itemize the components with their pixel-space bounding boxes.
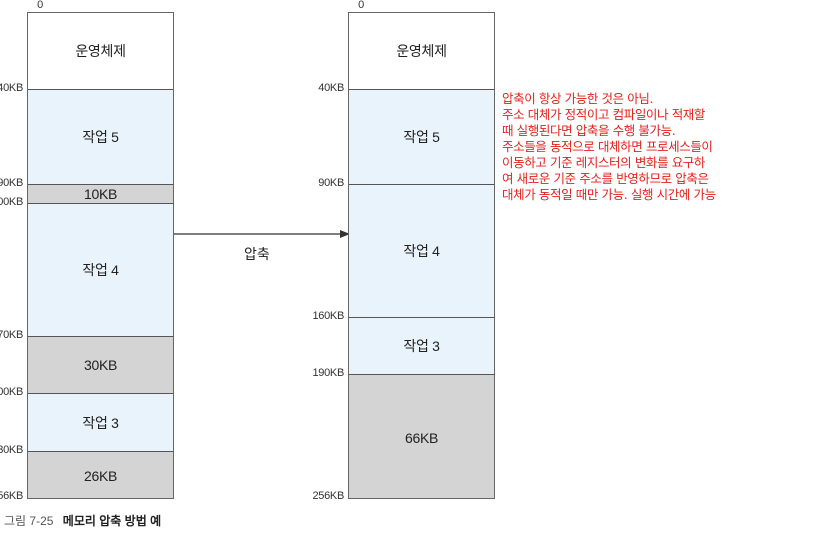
address-tick: 170KB: [0, 329, 23, 342]
address-tick: 160KB: [312, 310, 344, 323]
figure-caption: 그림 7-25 메모리 압축 방법 예: [4, 512, 161, 529]
address-tick: 0: [358, 0, 364, 11]
address-tick: 40KB: [0, 82, 23, 95]
memory-block-job: 작업 3: [28, 393, 173, 451]
figure-title: 메모리 압축 방법 예: [62, 514, 162, 528]
note-line: 주소들을 동적으로 대체하면 프로세스들이: [502, 139, 713, 154]
memory-block-os: 운영체제: [28, 13, 173, 90]
memory-block-job: 작업 3: [349, 317, 494, 375]
address-tick: 256KB: [312, 490, 344, 502]
address-tick: 230KB: [0, 443, 23, 456]
note-line: 주소 대체가 정적이고 컴파일이나 적재할: [502, 107, 705, 122]
memory-block-free: 10KB: [28, 184, 173, 204]
address-tick: 190KB: [312, 367, 344, 380]
arrow-head: [340, 230, 350, 238]
note-line: 이동하고 기준 레지스터의 변화를 요구하: [502, 155, 705, 170]
compaction-label: 압축: [244, 246, 270, 262]
address-tick: 40KB: [318, 82, 344, 95]
address-tick: 90KB: [0, 177, 23, 190]
address-tick: 256KB: [0, 490, 23, 502]
memory-block-job: 작업 5: [28, 89, 173, 185]
memory-block-free: 66KB: [349, 374, 494, 498]
note-line: 대체가 동적일 때만 가능. 실행 시간에 가능: [502, 187, 716, 202]
compaction-note: 압축이 항상 가능한 것은 아님. 주소 대체가 정적이고 컴파일이나 적재할 …: [502, 91, 817, 203]
memory-block-job: 작업 4: [28, 203, 173, 337]
note-line: 때 실행된다면 압축을 수행 불가능.: [502, 123, 676, 138]
address-tick: 0: [37, 0, 43, 11]
compaction-arrow: [174, 230, 350, 238]
address-tick: 200KB: [0, 386, 23, 399]
address-tick: 100KB: [0, 196, 23, 209]
memory-block-job: 작업 4: [349, 184, 494, 318]
note-line: 압축이 항상 가능한 것은 아님.: [502, 91, 654, 106]
memory-block-free: 26KB: [28, 450, 173, 498]
memory-block-job: 작업 5: [349, 89, 494, 185]
note-line: 여 새로운 기준 주소를 반영하므로 압축은: [502, 171, 709, 186]
memory-block-free: 30KB: [28, 336, 173, 394]
address-tick: 90KB: [318, 177, 344, 190]
figure-number: 그림 7-25: [4, 514, 54, 528]
memory-block-os: 운영체제: [349, 13, 494, 90]
